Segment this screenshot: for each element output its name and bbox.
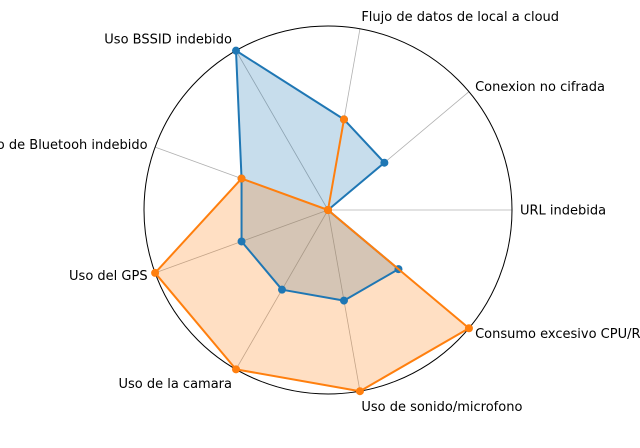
radar-series	[151, 46, 473, 396]
series-2-point	[324, 206, 332, 214]
series-2-point	[232, 365, 240, 374]
series-1-line	[235, 49, 400, 302]
category-labels: URL indebida Conexion no cifrada Flujo de …	[0, 10, 640, 415]
series-1-point	[278, 285, 286, 294]
series-1-point	[237, 237, 246, 246]
category-label: Uso de Bluetooh indebido	[0, 138, 148, 153]
outer-ring	[143, 25, 513, 395]
grid-spoke	[235, 50, 329, 211]
series-1-fill	[236, 50, 399, 301]
category-label: Consumo excesivo CPU/RAM	[475, 327, 640, 342]
category-label: Uso de sonido/microfono	[361, 400, 522, 415]
category-label: Uso BSSID indebido	[104, 33, 232, 48]
series-2-point	[237, 174, 246, 183]
category-label: Flujo de datos de local a cloud	[361, 10, 559, 25]
category-label: Uso del GPS	[69, 269, 148, 284]
series-2-point	[464, 324, 473, 333]
series-1-point	[380, 158, 389, 167]
series-1-point	[232, 46, 240, 55]
category-label: Uso de la camara	[118, 377, 232, 392]
series-1-point	[339, 296, 348, 305]
series-2-point	[355, 387, 364, 396]
category-label: Conexion no cifrada	[475, 80, 605, 95]
series-2-point	[151, 268, 160, 277]
series-2-point	[339, 115, 348, 124]
category-label: URL indebida	[520, 204, 606, 219]
